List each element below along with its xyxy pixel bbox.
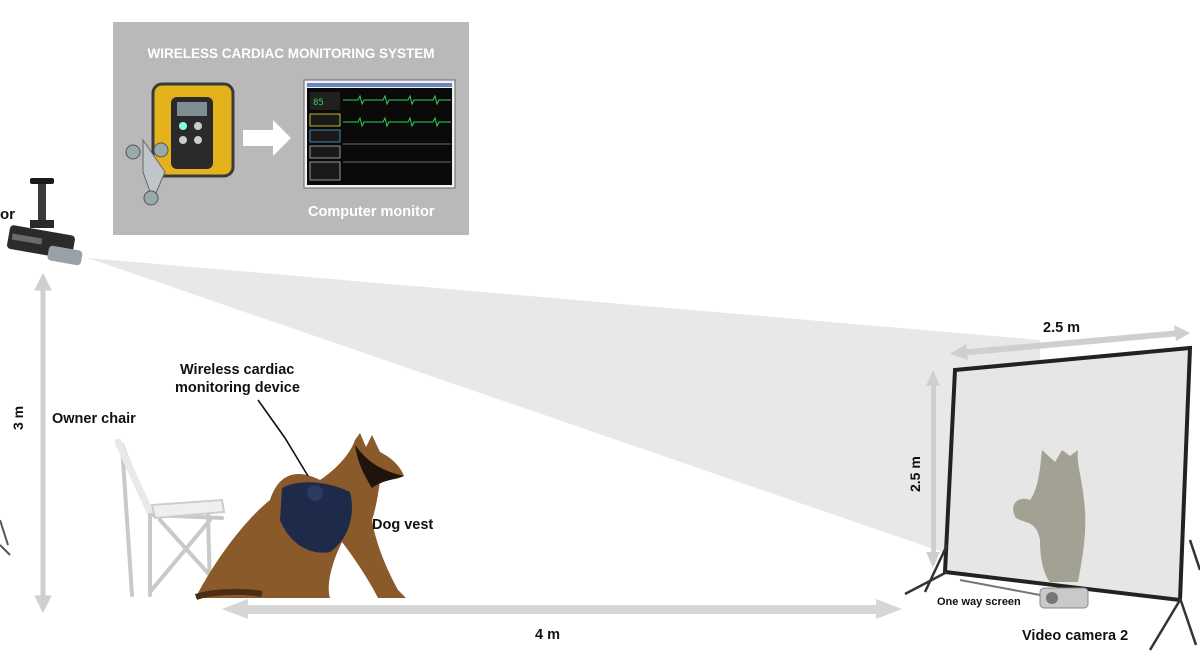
owner-chair-label: Owner chair <box>52 411 136 427</box>
monitor-caption: Computer monitor <box>308 204 435 220</box>
height-3m-label: 3 m <box>10 405 26 430</box>
dog-vest-label: Dog vest <box>372 517 434 533</box>
video-camera-1 <box>7 178 83 266</box>
left-edge-object <box>0 519 11 556</box>
device-label-line1: Wireless cardiac <box>180 362 295 378</box>
screen-width-arrow <box>950 325 1190 360</box>
video-camera-2-label: Video camera 2 <box>1022 628 1129 644</box>
screen-width-label: 2.5 m <box>1043 320 1081 336</box>
inset-arrow <box>243 120 291 156</box>
camera-view-cone <box>88 258 1040 565</box>
device-label-line2: monitoring device <box>175 380 300 396</box>
owner-chair <box>114 438 227 597</box>
inset-graphics: 85 <box>125 79 456 206</box>
computer-monitor: 85 <box>303 79 456 189</box>
inset-title: WIRELESS CARDIAC MONITORING SYSTEM <box>147 46 435 61</box>
cardiac-device <box>125 82 235 206</box>
one-way-screen <box>904 345 1200 651</box>
height-arrow-3m <box>34 272 52 614</box>
device-pointer-line <box>257 399 309 477</box>
one-way-screen-label: One way screen <box>937 596 1021 608</box>
dog <box>194 433 406 600</box>
camera-1-label: or <box>0 206 15 223</box>
distance-arrow-4m <box>222 599 902 619</box>
distance-4m-label: 4 m <box>535 627 560 643</box>
svg-text:85: 85 <box>313 98 324 108</box>
video-camera-2 <box>1039 587 1089 609</box>
inset-panel: WIRELESS CARDIAC MONITORING SYSTEM 85 <box>113 22 469 235</box>
screen-height-arrow <box>926 370 940 568</box>
screen-height-label: 2.5 m <box>907 456 923 492</box>
